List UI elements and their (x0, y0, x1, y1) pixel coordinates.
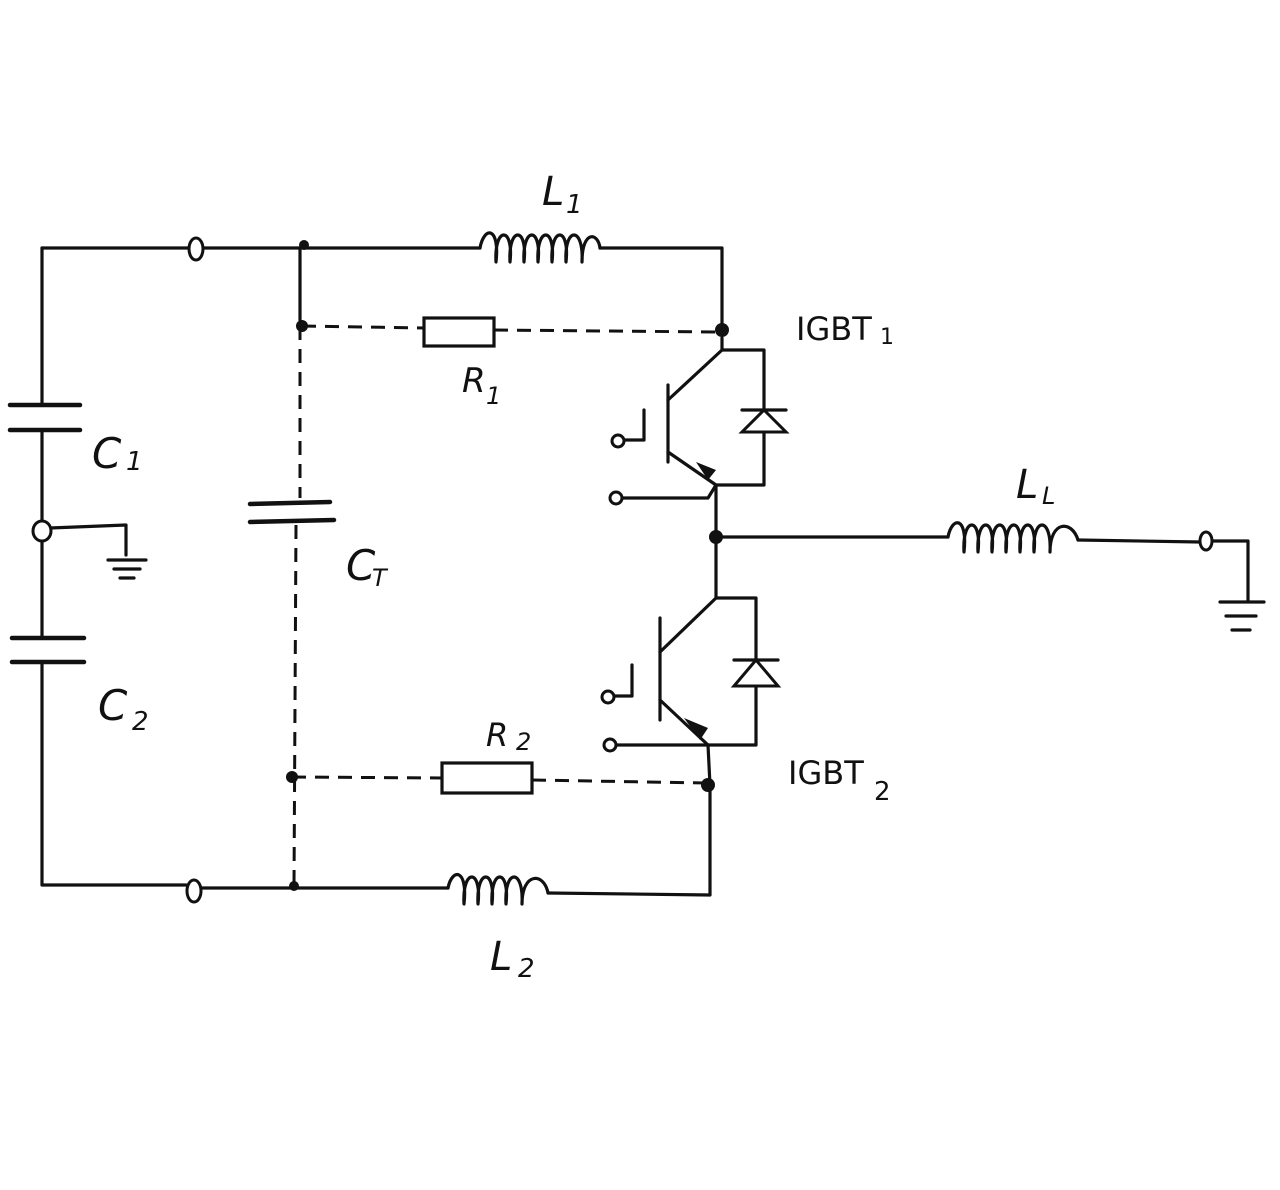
inductor-ll (946, 521, 1080, 554)
label-main: C (92, 429, 122, 478)
label-sub: 1 (880, 325, 894, 350)
capacitor-ct (247, 499, 337, 525)
ground-icon (1218, 600, 1266, 632)
emitter-arrow-icon (684, 718, 708, 740)
label-main: R (486, 716, 508, 754)
label-main: R (462, 361, 486, 401)
inductor-icon (478, 231, 602, 264)
label-main: IGBT (796, 310, 872, 348)
inductor-l1 (478, 231, 602, 264)
label-sub: 2 (518, 954, 535, 984)
label-sub: 2 (874, 777, 891, 807)
aux-emitter-terminal-icon (608, 490, 624, 506)
label-main: C (346, 541, 376, 590)
capacitor-c2 (9, 635, 87, 665)
label-main: L (490, 934, 512, 980)
ground-output (1218, 600, 1266, 632)
label-l2: L 2 (490, 934, 535, 984)
terminal-icon (187, 236, 205, 262)
capacitor-c1 (7, 402, 83, 433)
diode-d1 (738, 407, 790, 434)
resistor-r1 (422, 316, 496, 348)
label-ll: L L (1016, 462, 1055, 510)
label-igbt2: IGBT 2 (788, 754, 891, 807)
label-sub: 2 (516, 728, 531, 756)
terminal-icon (1198, 530, 1214, 552)
label-c2: C 2 (98, 681, 149, 737)
label-c1: C 1 (92, 429, 143, 478)
label-main: L (542, 169, 564, 215)
label-r2: R 2 (486, 716, 531, 756)
label-sub: 1 (566, 190, 583, 220)
label-ct: C T (346, 541, 389, 592)
wires (40, 246, 1250, 897)
diode-d2 (730, 657, 782, 688)
igbt1-symbol (666, 383, 716, 480)
junctions (286, 240, 729, 891)
gate-terminal-icon (610, 433, 626, 449)
label-sub: L (1042, 482, 1055, 510)
label-main: L (1016, 462, 1038, 508)
diode-icon (738, 407, 790, 434)
label-main: IGBT (788, 754, 864, 792)
aux-emitter-terminal-icon (602, 737, 618, 753)
label-sub: 1 (126, 447, 143, 477)
inductor-icon (946, 521, 1080, 554)
label-sub: 2 (132, 707, 149, 737)
ground-icon (106, 558, 148, 580)
label-main: C (98, 681, 128, 730)
label-sub: T (372, 564, 389, 592)
label-r1: R 1 (462, 361, 501, 410)
inductor-icon (446, 872, 550, 906)
igbt2-symbol (658, 616, 708, 740)
terminal-icon (185, 878, 203, 904)
emitter-arrow-icon (696, 462, 716, 480)
ground-midpoint (106, 558, 148, 580)
gate-terminal-icon (600, 689, 616, 705)
label-l1: L 1 (542, 169, 583, 220)
dashed-connections (291, 324, 719, 886)
inductor-l2 (446, 872, 550, 906)
resistor-r2 (440, 761, 534, 795)
terminal-icon (31, 519, 53, 543)
terminals (31, 236, 1214, 904)
diode-icon (730, 657, 782, 688)
label-igbt1: IGBT 1 (796, 310, 894, 350)
capacitor-icon (247, 499, 333, 507)
label-sub: 1 (486, 382, 501, 410)
